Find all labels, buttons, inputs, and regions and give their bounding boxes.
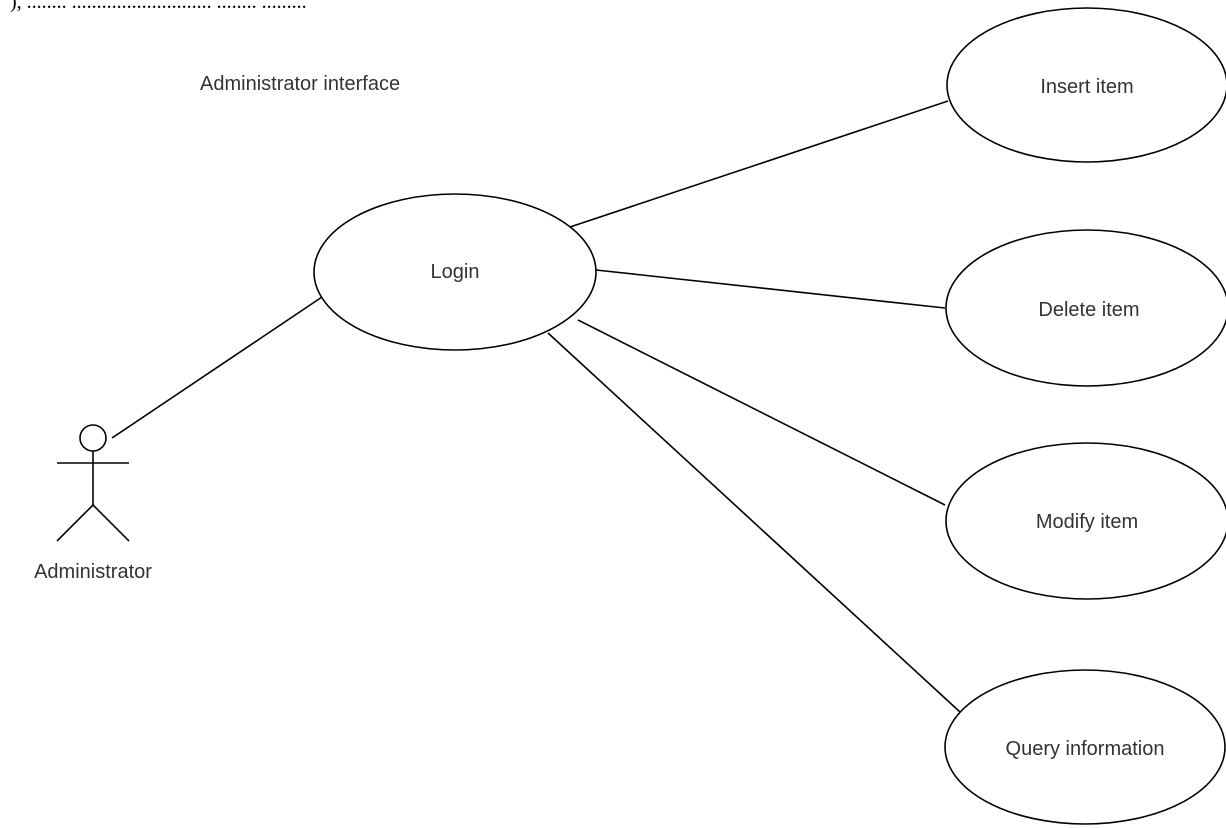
- use-case-query-information[interactable]: Query information: [944, 669, 1226, 825]
- use-case-label: Modify item: [1036, 511, 1138, 533]
- use-case-delete-item[interactable]: Delete item: [945, 229, 1226, 387]
- edge-actor-login: [111, 296, 323, 439]
- edge-login-query: [547, 332, 961, 713]
- use-case-login[interactable]: Login: [313, 193, 597, 351]
- stick-figure-icon: [56, 424, 130, 542]
- use-case-label: Query information: [1006, 738, 1165, 760]
- edge-login-modify: [577, 319, 946, 506]
- caption-fragment: ), ........ ............................…: [10, 0, 307, 13]
- edge-login-insert: [569, 100, 949, 228]
- use-case-insert-item[interactable]: Insert item: [946, 7, 1226, 163]
- use-case-label: Login: [431, 261, 480, 283]
- edge-login-delete: [595, 269, 946, 309]
- use-case-label: Insert item: [1040, 76, 1133, 98]
- diagram-title: Administrator interface: [200, 73, 400, 95]
- actor-administrator[interactable]: Administrator: [34, 424, 152, 583]
- use-case-modify-item[interactable]: Modify item: [945, 442, 1226, 600]
- actor-label: Administrator: [34, 561, 152, 583]
- use-case-label: Delete item: [1038, 299, 1139, 321]
